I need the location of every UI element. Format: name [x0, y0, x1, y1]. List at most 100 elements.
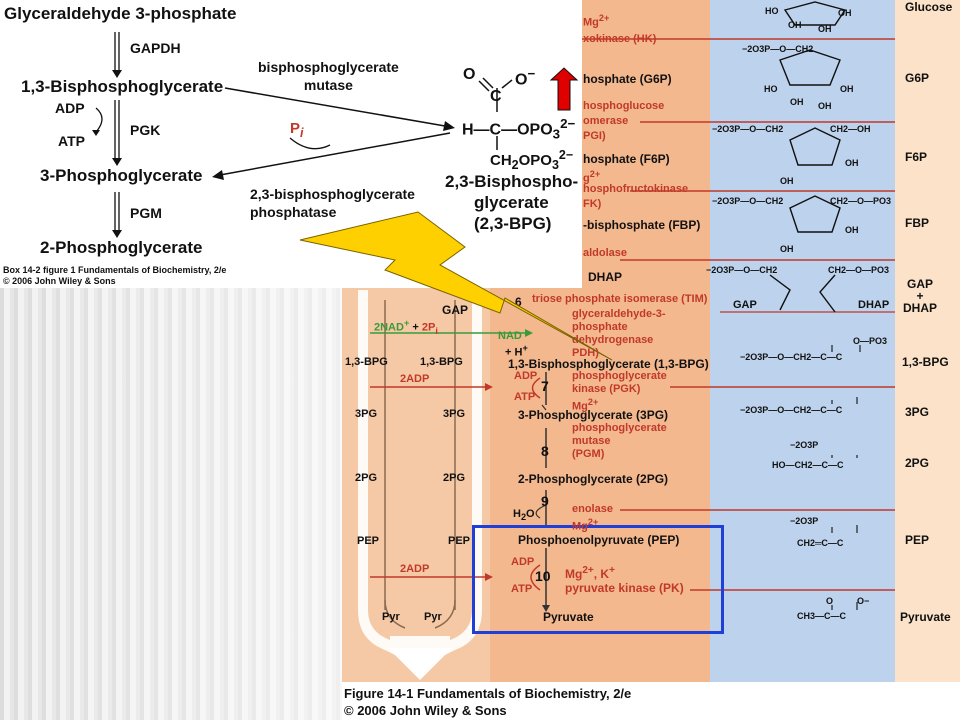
- 2pg-struct-p: −2O3P: [790, 440, 819, 450]
- g6p-phosphate: −2O3P—O—CH2: [742, 44, 814, 54]
- lightning-bolt: [299, 211, 613, 361]
- step-7: 7: [541, 378, 549, 394]
- left-3pg-1: 3PG: [355, 408, 378, 420]
- inset-gapdh: GAPDH: [130, 40, 181, 56]
- pgi-label-1: hosphoglucose: [583, 100, 665, 112]
- 2pg-struct: HO—CH2—C—C: [772, 460, 844, 470]
- step10-adp: ADP: [511, 556, 535, 568]
- hk-mg: Mg2+: [583, 13, 610, 29]
- step-9: 9: [541, 493, 549, 509]
- red-up-arrow: [549, 67, 579, 111]
- bpg-struct: −2O3P—O—CH2—C—C: [740, 352, 843, 362]
- aldolase-label: aldolase: [583, 247, 628, 259]
- left-bpg-1: 1,3-BPG: [345, 356, 388, 368]
- glc-oh2: OH: [838, 8, 852, 18]
- inset-3pg: 3-Phosphoglycerate: [40, 166, 203, 185]
- left-2pg-1: 2PG: [355, 472, 378, 484]
- inset-atp: ATP: [58, 133, 85, 149]
- pgi-label-3: PGI): [583, 130, 606, 142]
- main-caption-area: [342, 682, 960, 720]
- nad-input: 2NAD+ + 2Pi: [374, 318, 438, 336]
- step-6: 6: [515, 295, 522, 309]
- label-13bpg: 1,3-BPG: [902, 355, 949, 369]
- label-pep: PEP: [905, 533, 930, 547]
- inset-panel: [0, 0, 582, 288]
- label-f6p: F6P: [905, 150, 928, 164]
- dhap-phosphate: CH2—O—PO3: [828, 265, 890, 275]
- pk-enzyme: pyruvate kinase (PK): [565, 581, 684, 595]
- step7-adp: ADP: [514, 370, 538, 382]
- struct-dhap-label: DHAP: [858, 299, 890, 311]
- gapdh-label-2: phosphate: [572, 321, 628, 333]
- f6p-phosphate: −2O3P—O—CH2: [712, 124, 784, 134]
- inset-caption-1: Box 14-2 figure 1 Fundamentals of Bioche…: [3, 265, 227, 275]
- g6p-ho: HO: [764, 84, 778, 94]
- left-pyr-1: Pyr: [382, 611, 400, 623]
- left-pyr-2: Pyr: [424, 611, 442, 623]
- g6p-oh3: OH: [818, 101, 832, 111]
- compound-2pg: 2-Phosphoglycerate (2PG): [518, 472, 669, 486]
- pgi-label-2: omerase: [583, 115, 629, 127]
- nad-label: NAD: [498, 330, 522, 342]
- label-g6p: G6P: [905, 71, 930, 85]
- glc-ho: HO: [765, 6, 779, 16]
- nadh-label: + H+: [505, 343, 528, 359]
- fbp-oh2: OH: [845, 225, 859, 235]
- gap-compound: GAP: [442, 303, 469, 317]
- glc-oh1: OH: [788, 20, 802, 30]
- glc-oh3: OH: [818, 24, 832, 34]
- striped-background: [0, 288, 342, 720]
- gap-phosphate: −2O3P—O—CH2: [706, 265, 778, 275]
- inset-pgk: PGK: [130, 122, 161, 138]
- flow-arrow-head: [388, 648, 452, 680]
- bpg-name-3: (2,3-BPG): [474, 214, 552, 233]
- bpg-hc: H—C—OPO32−: [462, 116, 576, 142]
- main-caption-1: Figure 14-1 Fundamentals of Biochemistry…: [344, 686, 632, 701]
- inset-13bpg: 1,3-Bisphosphoglycerate: [21, 77, 224, 96]
- left-2adp-2: 2ADP: [400, 563, 430, 575]
- pyr-o: O: [826, 596, 834, 606]
- label-glucose: Glucose: [905, 0, 953, 14]
- hk-label: xokinase (HK): [583, 33, 657, 45]
- left-bpg-2: 1,3-BPG: [420, 356, 463, 368]
- dhap-compound: DHAP: [588, 270, 623, 284]
- struct-gap-label: GAP: [733, 299, 757, 311]
- labels-panel: [895, 0, 960, 682]
- pyr-struct: CH3—C—C: [797, 611, 847, 621]
- compound-3pg: 3-Phosphoglycerate (3PG): [518, 408, 669, 422]
- inset-mutase: bisphosphoglycerate mutase: [258, 59, 399, 93]
- f6p-oh1: OH: [780, 176, 794, 186]
- step7-atp: ATP: [514, 391, 536, 403]
- bpg-o2: O−: [515, 66, 536, 89]
- left-3pg-2: 3PG: [443, 408, 466, 420]
- pep-struct-p: −2O3P: [790, 516, 819, 526]
- gapdh-label-1: glyceraldehyde-3-: [572, 308, 666, 320]
- label-gap-dhap: GAP + DHAP: [903, 277, 938, 315]
- fbp-phosphate: −2O3P—O—CH2: [712, 196, 784, 206]
- gapdh-label-3: dehydrogenase: [572, 334, 654, 346]
- pep-struct: CH2═C—C: [797, 538, 844, 548]
- left-pep-2: PEP: [448, 535, 471, 547]
- ring-structures: [769, 1, 847, 313]
- inset-gap: Glyceraldehyde 3-phosphate: [4, 4, 237, 23]
- inset-pi: Pi: [290, 120, 304, 140]
- fbp-compound: -bisphosphate (FBP): [583, 218, 701, 232]
- fbp-oh1: OH: [780, 244, 794, 254]
- bpg-name-1: 2,3-Bisphospho-: [445, 172, 579, 191]
- 3pg-struct: −2O3P—O—CH2—C—C: [740, 405, 843, 415]
- pk-cofactors: Mg2+, K+: [565, 565, 615, 581]
- g6p-oh1: OH: [790, 97, 804, 107]
- pyr-o-minus: O−: [857, 596, 870, 606]
- step10-atp: ATP: [511, 583, 533, 595]
- f6p-ch2oh: CH2—OH: [830, 124, 871, 134]
- pgm-enzyme: phosphoglycerate mutase (PGM): [572, 422, 667, 460]
- pfk-mg: g2+: [583, 169, 601, 185]
- left-2adp-1: 2ADP: [400, 373, 430, 385]
- compound-13bpg: 1,3-Bisphosphoglycerate (1,3-BPG): [508, 357, 709, 371]
- label-fbp: FBP: [905, 216, 929, 230]
- inset-adp: ADP: [55, 100, 85, 116]
- left-pep-1: PEP: [357, 535, 380, 547]
- bpg-c1: C: [490, 88, 502, 105]
- enolase-enzyme: enolase Mg2+: [572, 503, 613, 533]
